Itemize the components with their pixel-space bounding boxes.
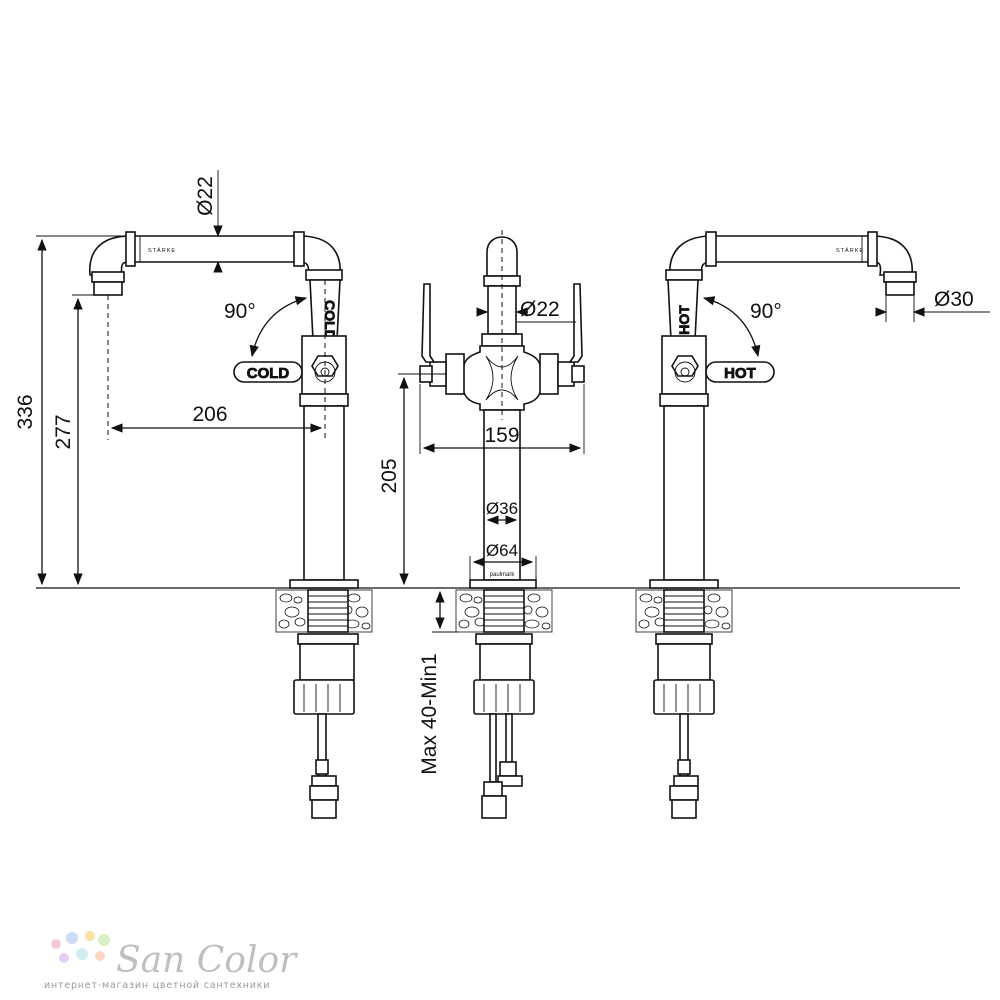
- right-view: STÄRKE HOT HOT: [635, 231, 917, 819]
- brand-right-label: STÄRKE: [836, 247, 864, 254]
- dim-d30-text: Ø30: [934, 288, 974, 311]
- hot-handle-label: HOT: [676, 305, 692, 335]
- dim-d36-text: Ø36: [486, 499, 518, 518]
- dim-h205: 205: [378, 373, 446, 586]
- cold-handle-label: COLD: [322, 300, 338, 340]
- brand-base-label: paulmark: [490, 572, 516, 578]
- watermark-dot: [76, 948, 88, 960]
- dim-d64-text: Ø64: [486, 541, 518, 560]
- dim-d22-mid-text: Ø22: [520, 298, 560, 321]
- dim-h277-text: 277: [52, 414, 75, 449]
- dim-w159-text: 159: [484, 424, 519, 447]
- cold-plate-label: COLD: [247, 365, 290, 382]
- dim-h336: 336: [14, 235, 126, 586]
- brand-left-label: STÄRKE: [148, 247, 176, 254]
- dim-angle-right-text: 90°: [750, 300, 782, 323]
- dim-angle-right: 90°: [702, 296, 782, 358]
- dim-max-min: Max 40-Min1: [418, 590, 458, 775]
- dim-w206-text: 206: [192, 403, 227, 426]
- watermark-dot: [95, 951, 105, 961]
- watermark-dot: [51, 939, 61, 949]
- dim-angle-left: 90°: [224, 296, 308, 358]
- dim-d22-mid: Ø22: [476, 298, 576, 323]
- watermark: San Color интернет-магазин цветной санте…: [44, 931, 298, 991]
- dim-w206: 206: [110, 403, 323, 433]
- dim-d64: Ø64: [469, 541, 537, 580]
- watermark-dot: [66, 932, 78, 944]
- dim-d36: Ø36: [486, 499, 518, 525]
- dim-d30: Ø30: [875, 288, 990, 322]
- dim-angle-left-text: 90°: [224, 300, 256, 323]
- dim-h277: 277: [52, 294, 94, 586]
- hot-plate-label: HOT: [724, 365, 756, 382]
- middle-view: paulmark: [419, 230, 585, 819]
- watermark-dots: [51, 931, 110, 963]
- watermark-name: San Color: [116, 940, 298, 981]
- watermark-dot: [59, 953, 69, 963]
- dim-d22-top-text: Ø22: [194, 176, 217, 216]
- watermark-tagline: интернет-магазин цветной сантехники: [44, 980, 270, 991]
- dim-d22-top: Ø22: [190, 170, 226, 273]
- watermark-dot: [85, 931, 95, 941]
- watermark-dot: [98, 934, 110, 946]
- dim-max-min-text: Max 40-Min1: [418, 653, 441, 774]
- dim-h205-text: 205: [378, 458, 401, 493]
- dim-w159: 159: [419, 384, 585, 454]
- dim-h336-text: 336: [14, 394, 37, 429]
- left-view: STÄRKE COLD COLD: [89, 231, 373, 819]
